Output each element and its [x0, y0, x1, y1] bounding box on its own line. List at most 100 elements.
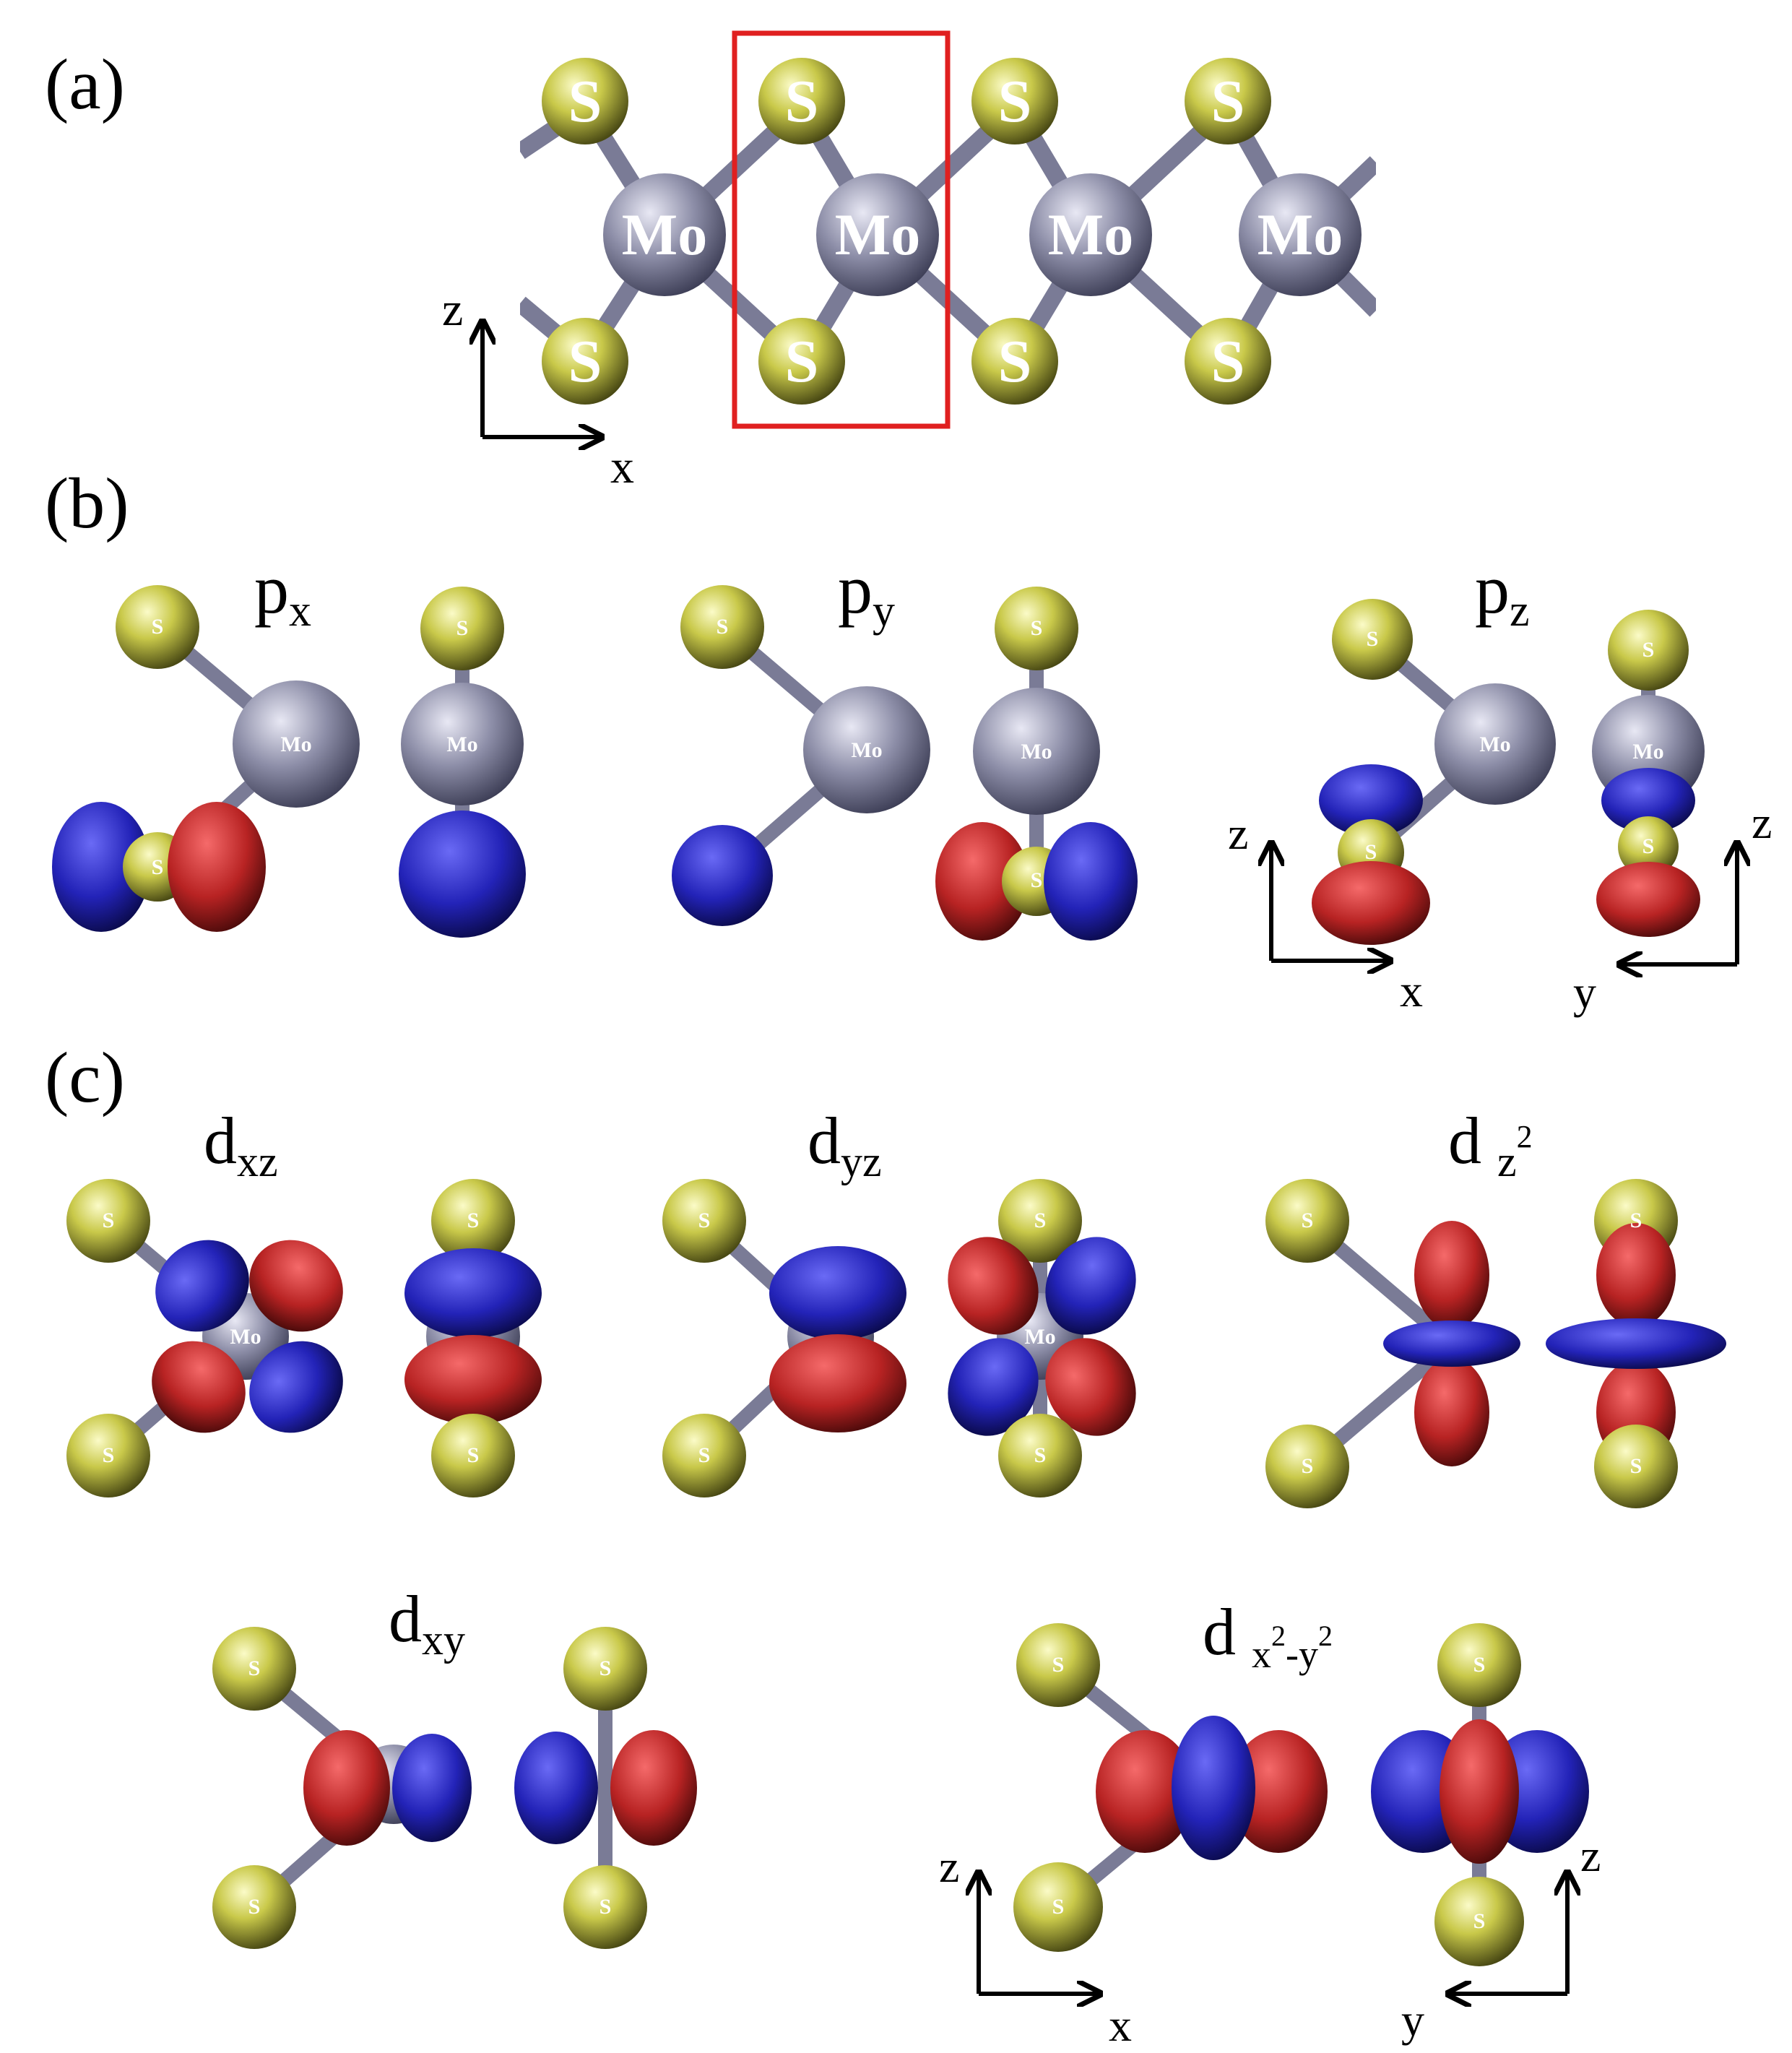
- c2-atom-labels: S S S S S S S S: [248, 1653, 1486, 1933]
- mo-label: Mo: [851, 738, 882, 762]
- py-front-view: [935, 587, 1138, 941]
- axes-b-right: z y: [1573, 797, 1772, 1018]
- dxz-front-view: [404, 1179, 542, 1497]
- chain-s-atoms: [542, 58, 1271, 405]
- mo-label: Mo: [446, 732, 477, 756]
- s-label: S: [1052, 1653, 1065, 1677]
- axis-label-z: z: [1580, 1830, 1601, 1881]
- s-label: S: [467, 1209, 480, 1232]
- s-atom: [758, 58, 845, 144]
- dxy-front-view: [514, 1627, 697, 1949]
- axis-label-z: z: [1228, 808, 1248, 859]
- orbital-label-py: py: [838, 550, 895, 636]
- s-label: S: [1031, 868, 1043, 892]
- axis-label-x: x: [1109, 2000, 1132, 2051]
- axis-label-z: z: [1752, 797, 1772, 848]
- s-label: S: [1211, 68, 1245, 135]
- s-atom: [1185, 318, 1271, 405]
- mos2-chain: Mo Mo Mo Mo S S S S S S S S: [433, 29, 1492, 433]
- s-label: S: [698, 1209, 711, 1232]
- dxy-side-view: [212, 1627, 472, 1949]
- panel-label-a: (a): [45, 44, 125, 124]
- axes-c-right: z y: [1401, 1830, 1601, 2046]
- orbital-label-pz: pz: [1475, 550, 1530, 636]
- s-atom: [542, 318, 628, 405]
- orbital-label-px: px: [254, 550, 311, 636]
- pz-side-view: [1312, 599, 1556, 945]
- dyz-side-view: [662, 1179, 906, 1497]
- s-label: S: [1302, 1209, 1314, 1232]
- mo-label: Mo: [622, 202, 707, 267]
- dz2-side-view: [1265, 1179, 1520, 1508]
- s-atom: [1185, 58, 1271, 144]
- axis-label-x: x: [610, 441, 634, 493]
- pz-front-view: [1592, 610, 1705, 937]
- s-label: S: [1473, 1653, 1486, 1677]
- s-label: S: [998, 68, 1032, 135]
- s-label: S: [456, 616, 469, 640]
- mo-atom: [603, 173, 726, 296]
- dx2y2-side-view: [1013, 1623, 1328, 1952]
- orbital-label-dxz: dxz: [204, 1104, 278, 1185]
- mo-label: Mo: [1632, 740, 1663, 764]
- s-label: S: [1367, 627, 1379, 651]
- s-label: S: [103, 1443, 115, 1467]
- s-label: S: [248, 1656, 261, 1680]
- s-label: S: [467, 1443, 480, 1467]
- s-label: S: [103, 1209, 115, 1232]
- dxz-side-view: [66, 1179, 343, 1497]
- dx2y2-front-view: [1371, 1623, 1589, 1966]
- s-label: S: [998, 328, 1032, 395]
- s-label: S: [1630, 1454, 1642, 1478]
- axis-label-y: y: [1401, 1994, 1424, 2046]
- px-side-view: [52, 585, 360, 932]
- axes-c-left: z x: [939, 1841, 1132, 2051]
- s-label: S: [1031, 616, 1043, 640]
- s-label: S: [152, 855, 164, 879]
- panel-label-c: (c): [45, 1037, 125, 1118]
- s-label: S: [1034, 1443, 1047, 1467]
- mo-label: Mo: [1024, 1325, 1055, 1349]
- axis-label-y: y: [1573, 967, 1596, 1018]
- s-label: S: [785, 68, 819, 135]
- s-label: S: [1365, 840, 1377, 864]
- axis-label-z: z: [442, 283, 463, 336]
- axis-label-x: x: [1400, 965, 1423, 1016]
- s-label: S: [717, 615, 729, 639]
- mo-label: Mo: [1048, 202, 1133, 267]
- s-atom: [971, 58, 1058, 144]
- orbital-label-dyz: dyz: [808, 1104, 882, 1185]
- s-label: S: [1052, 1895, 1065, 1919]
- axes-a: z x: [442, 283, 634, 493]
- mo-label: Mo: [835, 202, 920, 267]
- unit-cell-box: [732, 30, 951, 429]
- s-label: S: [568, 68, 602, 135]
- s-label: S: [1211, 328, 1245, 395]
- b-atom-labels: S S Mo S Mo S Mo S Mo S S Mo S S Mo S: [152, 615, 1664, 892]
- mo-label: Mo: [280, 732, 311, 756]
- py-side-view: [672, 585, 930, 926]
- s-atom: [971, 318, 1058, 405]
- s-label: S: [600, 1895, 612, 1919]
- mo-atom: [1239, 173, 1362, 296]
- mo-atom: [1029, 173, 1152, 296]
- panel-label-b: (b): [45, 463, 129, 543]
- s-label: S: [1642, 638, 1655, 662]
- s-label: S: [785, 328, 819, 395]
- s-label: S: [248, 1895, 261, 1919]
- c1-atom-labels: S S Mo S S S S S Mo S S S S S: [103, 1209, 1642, 1478]
- dz2-front-view: [1546, 1179, 1726, 1508]
- s-label: S: [1642, 834, 1655, 858]
- axis-label-z: z: [939, 1841, 959, 1892]
- s-atom: [758, 318, 845, 405]
- s-label: S: [1630, 1209, 1642, 1232]
- chain-atom-labels: Mo Mo Mo Mo S S S S S S S S: [568, 68, 1343, 395]
- orbital-label-dxy: dxy: [389, 1582, 465, 1664]
- s-label: S: [568, 328, 602, 395]
- s-atom: [542, 58, 628, 144]
- px-front-view: [399, 587, 526, 938]
- s-label: S: [1034, 1209, 1047, 1232]
